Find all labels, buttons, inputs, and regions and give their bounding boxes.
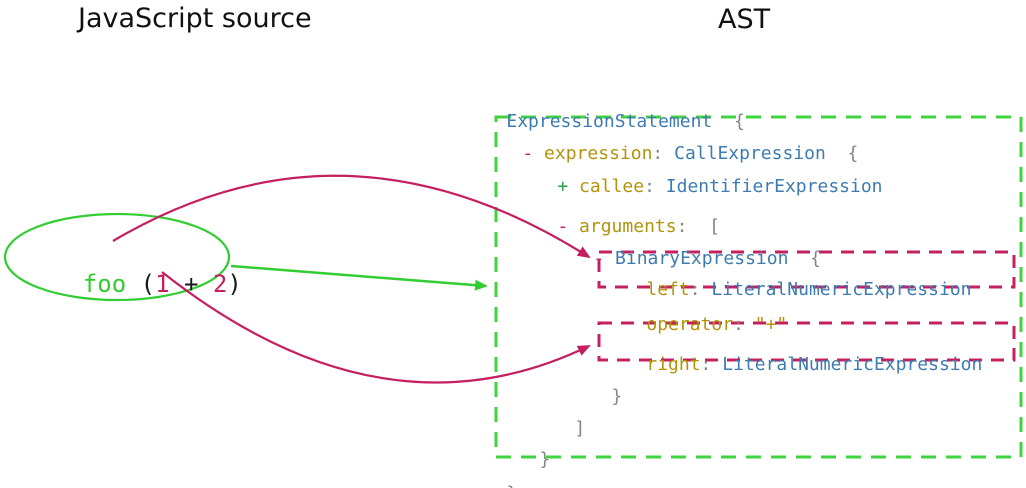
token-colon: : [689,279,712,300]
token-property: operator [646,314,734,335]
token-literal-2: 2 [212,270,228,298]
token-string-value: "+" [754,314,788,335]
token-property: left [646,279,690,300]
token-colon-bracket: : [ [676,216,720,237]
token-property: right [646,354,701,375]
token-node-type: BinaryExpression [615,248,789,269]
token-node-type: CallExpression [674,143,826,164]
token-node-type: LiteralNumericExpression [722,354,983,375]
call-mapping-arrow [230,264,488,291]
right-literal-highlight-box [597,321,1016,362]
token-brace: } [506,483,517,488]
ast-line-left-property: left: LiteralNumericExpression [603,257,972,323]
token-minus-marker: - [557,216,580,237]
javascript-source-title: JavaScript source [78,3,312,34]
token-brace: { [825,143,859,164]
token-colon: : [652,143,675,164]
ast-line-arguments-property: - arguments: [ [514,194,720,260]
token-plus-marker: + [557,176,580,197]
ast-line-callee-property: + callee: IdentifierExpression [514,154,883,220]
ast-line-close-binary: } [568,364,622,430]
ast-line-close-call: } [496,427,550,488]
ast-line-expression-property: - expression: CallExpression { [479,121,858,187]
right-literal-mapping-arrow [161,271,591,384]
token-brace: { [712,111,745,132]
token-property: callee [579,176,645,197]
token-minus-marker: - [593,248,616,269]
ast-line-operator-property: operator: "+" [603,292,787,358]
token-open-paren: ( [126,270,156,298]
ast-line-expression-statement: ExpressionStatement { [463,89,745,155]
token-plus: + [169,270,213,298]
token-literal-1: 1 [155,270,170,298]
ast-line-close-statement: } [463,461,517,488]
token-colon: : [644,176,666,197]
token-bracket: ] [574,418,586,439]
source-highlight-ellipse [3,212,231,302]
token-minus-marker: - [522,143,545,164]
callexpression-highlight-box [494,115,1023,459]
ast-line-close-arguments: ] [531,396,585,462]
token-colon: : [733,314,755,335]
source-code-line: foo (1 + 2) [25,242,242,326]
token-close-paren: ) [227,270,242,298]
token-node-type: LiteralNumericExpression [711,279,972,300]
left-literal-highlight-box [597,250,1016,289]
token-property: expression [544,143,653,164]
token-brace: { [788,248,821,269]
ast-line-right-property: right: LiteralNumericExpression [603,332,982,398]
token-property: arguments [579,216,677,237]
token-colon: : [700,354,723,375]
token-node-type: IdentifierExpression [665,176,883,197]
token-callee-foo: foo [82,270,127,298]
token-node-type: ExpressionStatement [506,111,713,132]
ast-title: AST [718,4,771,35]
token-brace: } [539,449,551,470]
ast-line-binary-expression: - BinaryExpression { [550,226,821,292]
left-literal-mapping-arrow [112,174,591,259]
token-brace: } [611,386,623,407]
